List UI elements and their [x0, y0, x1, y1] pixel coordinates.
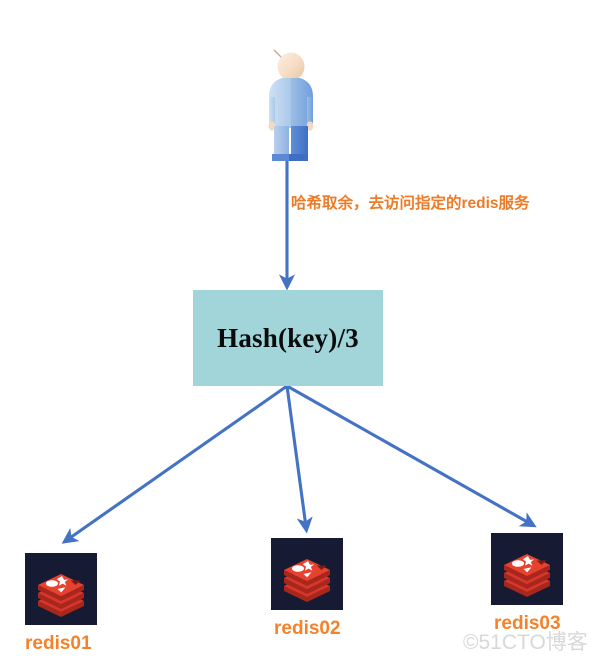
leg-left: [274, 126, 289, 161]
redis-logo-icon: [271, 538, 343, 610]
redis-node-redis02[interactable]: redis02: [271, 538, 343, 640]
user-figure-icon: [268, 49, 314, 161]
redis-node-label: redis03: [494, 613, 561, 634]
redis-logo-icon: [491, 533, 563, 605]
arm-left: [269, 97, 275, 124]
head: [277, 52, 305, 81]
redis-node-label: redis02: [274, 618, 341, 639]
hand-right: [306, 121, 314, 131]
hand-left: [268, 121, 276, 131]
arrow-hash-to-redis02: [285, 385, 313, 534]
redis-node-redis03[interactable]: redis03: [491, 533, 563, 635]
redis-logo-icon: [25, 553, 97, 625]
redis-node-redis01[interactable]: redis01: [25, 553, 97, 655]
arrow-hash-to-redis03: [286, 384, 537, 528]
arrow-hash-to-redis01: [61, 384, 288, 544]
hash-function-box: Hash(key)/3: [193, 290, 383, 386]
hash-function-label: Hash(key)/3: [217, 322, 359, 353]
foot-left: [272, 154, 289, 161]
arm-right: [307, 97, 313, 124]
flow-annotation-label: 哈希取余，去访问指定的redis服务: [291, 195, 530, 212]
leg-right: [291, 126, 308, 161]
foot-right: [289, 154, 308, 161]
redis-node-label: redis01: [25, 633, 92, 654]
